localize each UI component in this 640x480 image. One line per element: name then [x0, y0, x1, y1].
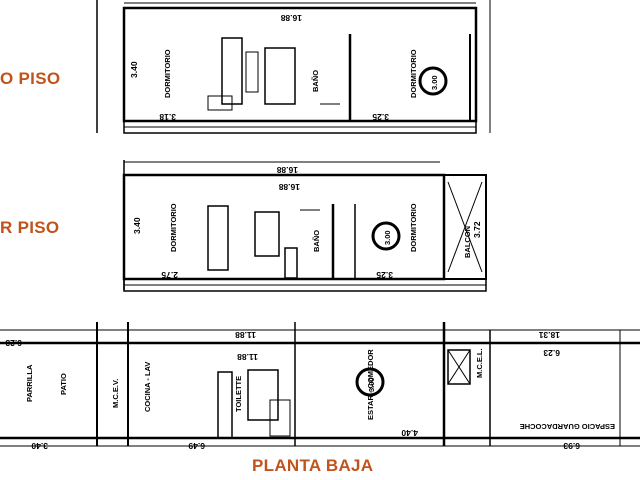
dimension-label: 11.88	[235, 330, 256, 340]
room-label-dormitorio-1: DORMITORIO	[169, 203, 178, 252]
dimension-label: 11.88	[237, 352, 258, 362]
room-label-dormitorio-1: DORMITORIO	[163, 49, 172, 98]
dimension-label: 6.49	[188, 441, 205, 451]
dimension-label: 4.40	[401, 428, 418, 438]
room-label-dormitorio-2: DORMITORIO	[409, 49, 418, 98]
upper-floor-texts: DORMITORIO DORMITORIO BAÑO 3.00 16.88 3.…	[129, 13, 439, 122]
first-floor-texts: DORMITORIO DORMITORIO BAÑO BALCON 3.00 1…	[132, 165, 482, 280]
dimension-label: 3.18	[159, 112, 176, 122]
area-label: 3.00	[367, 377, 376, 392]
dimension-label: 3.40	[129, 61, 139, 78]
area-label: 3.00	[383, 230, 392, 245]
ground-floor-texts: PARRILLA PATIO M.C.E.V. COCINA - LAV TOI…	[5, 330, 615, 451]
room-label-guardacoche: ESPACIO GUARDACOCHE	[520, 422, 615, 431]
room-label-toilette: TOILETTE	[234, 376, 243, 412]
dimension-label: 18.31	[538, 330, 560, 340]
dimension-label: 3.72	[472, 221, 482, 238]
dimension-label: 16.88	[280, 13, 302, 23]
room-label-mcev: M.C.E.V.	[111, 379, 120, 408]
room-label-parrilla: PARRILLA	[25, 364, 34, 402]
floor-label-first: R PISO	[0, 218, 60, 237]
room-label-mcel: M.C.E.L.	[475, 348, 484, 378]
dimension-label: 3.40	[31, 441, 48, 451]
area-label: 3.00	[430, 75, 439, 90]
dimension-label: 6.23	[543, 348, 560, 358]
floor-label-ground: PLANTA BAJA	[252, 456, 374, 475]
room-label-estar: ESTAR - COMEDOR	[366, 349, 375, 420]
room-label-dormitorio-2: DORMITORIO	[409, 203, 418, 252]
upper-floor-plan	[96, 0, 491, 134]
room-label-cocina: COCINA - LAV	[143, 362, 152, 412]
dimension-label: 3.25	[372, 112, 389, 122]
ground-floor-plan	[0, 322, 640, 447]
dimension-label: 16.88	[278, 182, 300, 192]
dimension-label: 2.75	[161, 270, 178, 280]
dimension-label: 6.93	[563, 441, 580, 451]
room-label-bano: BAÑO	[312, 230, 321, 252]
room-label-bano: BAÑO	[311, 70, 320, 92]
dimension-label: 3.25	[376, 270, 393, 280]
room-label-balcon: BALCON	[463, 226, 472, 258]
dimension-label: 6.23	[5, 338, 22, 348]
dimension-label: 3.40	[132, 217, 142, 234]
dimension-label: 16.88	[276, 165, 298, 175]
room-label-patio: PATIO	[59, 373, 68, 395]
floor-label-upper: O PISO	[0, 69, 61, 88]
first-floor-plan	[122, 160, 487, 292]
